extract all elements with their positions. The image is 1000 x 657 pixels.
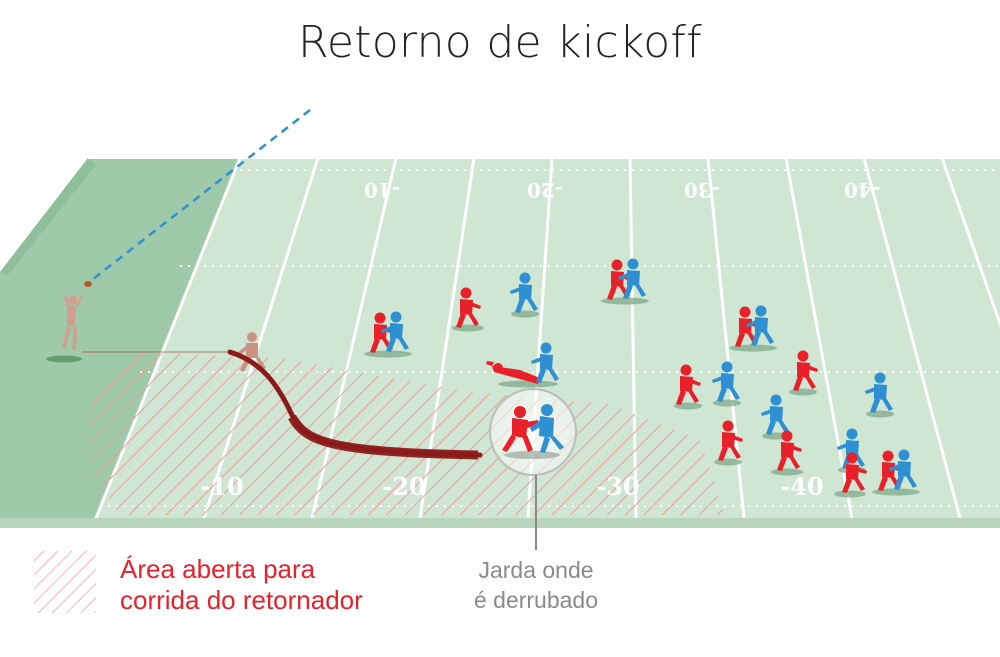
tackle-spot-lens <box>489 388 577 476</box>
yard-number-bottom-10: -10 <box>200 472 243 501</box>
end-zone <box>0 158 240 518</box>
yard-number-bottom-20: -20 <box>382 472 425 501</box>
tackle-players <box>502 404 564 459</box>
yard-number-top-40: -40 <box>844 178 880 202</box>
blue-player-diving <box>531 342 559 383</box>
legend-label-line1: Área aberta para <box>120 554 316 584</box>
red-player-3 <box>793 350 818 391</box>
diving-red-player <box>486 361 540 384</box>
blue-player-5 <box>865 372 893 413</box>
callout-label-line2: é derrubado <box>474 587 598 613</box>
returner-catching-player <box>46 295 83 363</box>
legend-label-line2: corrida do retornador <box>120 585 363 615</box>
kick-trajectory-line <box>87 109 311 284</box>
legend-hatch-swatch <box>34 551 96 613</box>
block-pair-3-blue <box>746 305 774 346</box>
yard-number-top-20: -20 <box>527 178 563 202</box>
red-player-6 <box>842 452 867 493</box>
red-player-4 <box>718 420 743 461</box>
yard-number-top-10: -10 <box>364 178 400 202</box>
red-player-5 <box>777 430 802 471</box>
field-front-edge <box>0 518 1000 528</box>
block-pair-2-blue <box>618 258 646 299</box>
return-run-path-thick <box>288 414 479 460</box>
block-pair-1-blue <box>381 311 409 352</box>
yard-number-bottom-40: -40 <box>780 472 823 501</box>
blue-player-1 <box>510 272 538 313</box>
yard-number-bottom-30: -30 <box>596 472 639 501</box>
blue-player-2 <box>712 361 740 402</box>
diagram-title: Retorno de kickoff <box>298 17 702 68</box>
open-running-area <box>90 352 725 515</box>
blue-player-3 <box>761 394 789 435</box>
callout-label-line1: Jarda onde <box>478 557 593 583</box>
legend: Área aberta para corrida do retornador <box>34 551 363 615</box>
players-layer <box>364 258 920 498</box>
top-yard-numbers: -10 -20 -30 -40 <box>364 178 880 202</box>
end-zone-side <box>0 158 96 275</box>
bottom-yard-numbers: -10 -20 -30 -40 <box>200 472 823 501</box>
football-ball <box>84 281 92 287</box>
yard-number-top-30: -30 <box>684 178 720 202</box>
red-player-1 <box>456 287 481 328</box>
red-player-2 <box>676 364 701 405</box>
block-pair-4-blue <box>889 449 917 490</box>
